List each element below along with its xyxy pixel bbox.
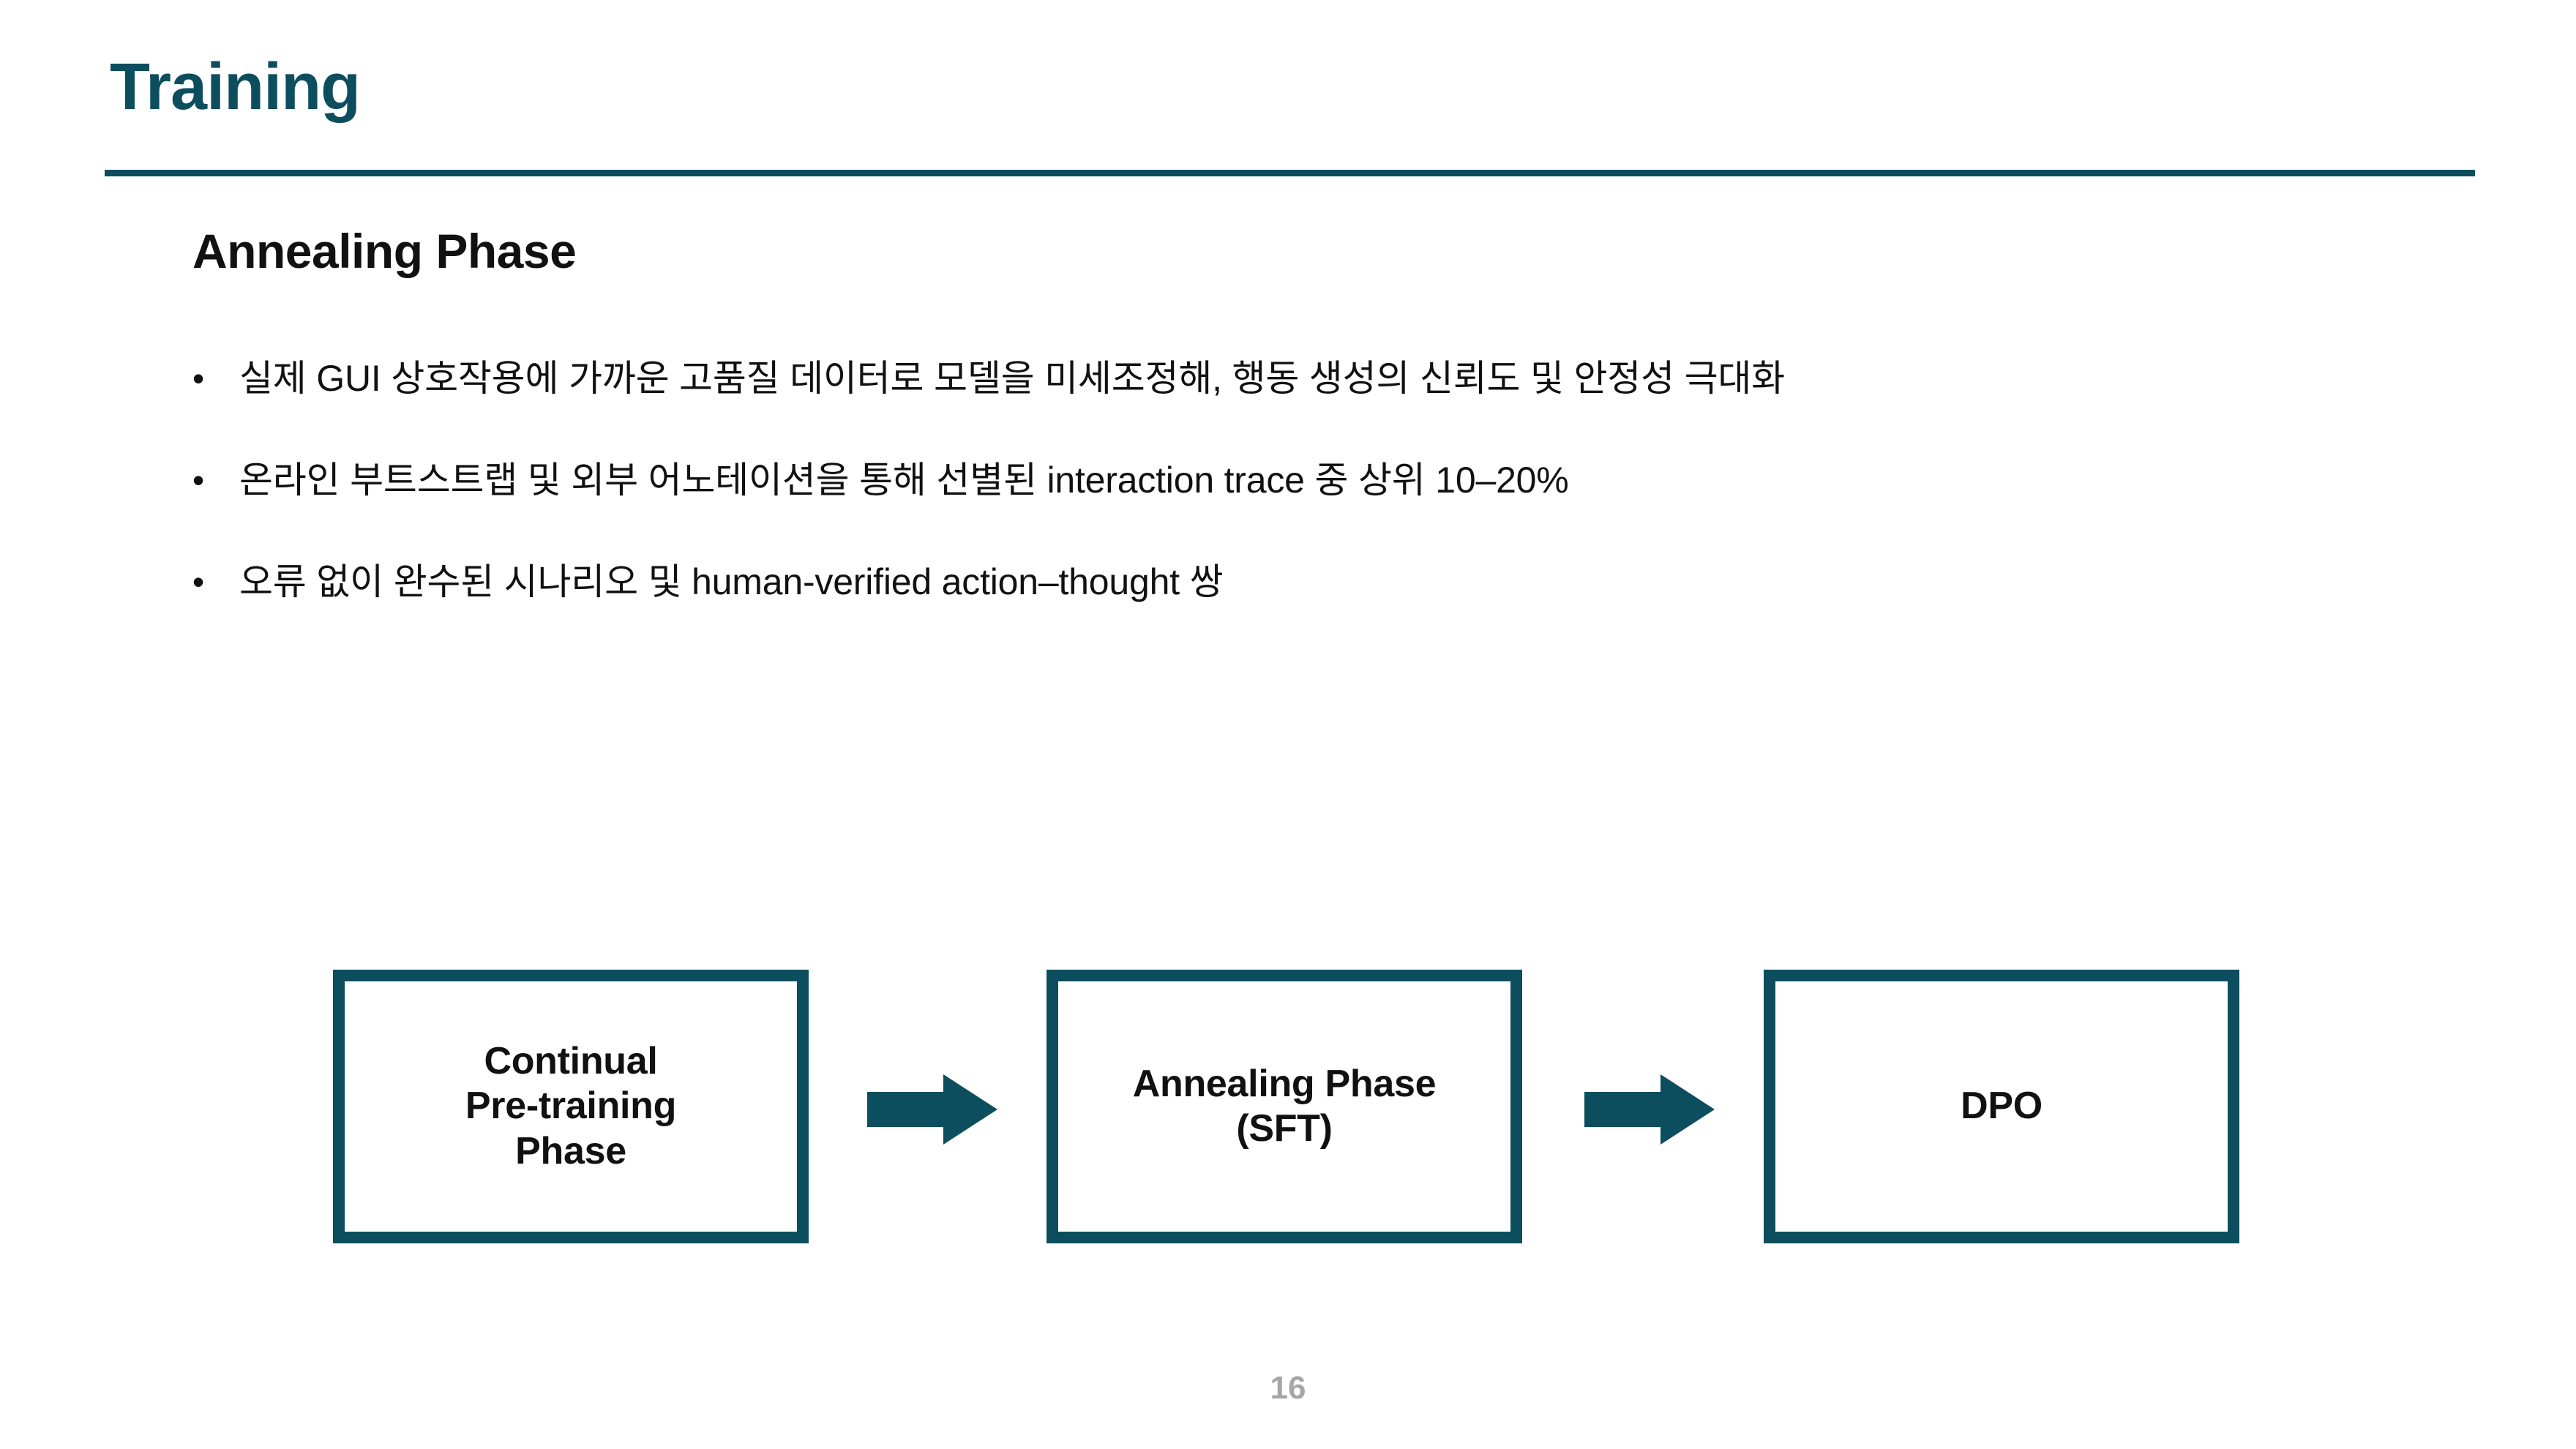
flow-box-annealing-phase-sft: Annealing Phase (SFT): [1046, 970, 1522, 1243]
flow-box-label: Annealing Phase (SFT): [1132, 1062, 1437, 1150]
right-arrow-icon: [1584, 1074, 1715, 1145]
right-arrow-glyph: [867, 1074, 997, 1145]
section-heading: Annealing Phase: [192, 224, 577, 278]
bullet-list: • 실제 GUI 상호작용에 가까운 고품질 데이터로 모델을 미세조정해, 행…: [187, 351, 2455, 656]
list-item: • 온라인 부트스트랩 및 외부 어노테이션을 통해 선별된 interacti…: [187, 453, 2455, 555]
bullet-point-icon: •: [192, 359, 205, 397]
page-number: 16: [1270, 1370, 1306, 1406]
right-arrow-icon: [867, 1074, 997, 1145]
flow-box-continual-pretraining: Continual Pre-training Phase: [333, 970, 809, 1243]
list-item-label: 오류 없이 완수된 시나리오 및 human-verified action–t…: [239, 561, 1224, 602]
bullet-point-icon: •: [192, 563, 205, 601]
list-item-label: 온라인 부트스트랩 및 외부 어노테이션을 통해 선별된 interaction…: [239, 460, 1569, 501]
flow-box-dpo: DPO: [1764, 970, 2239, 1243]
title-divider: [105, 170, 2475, 176]
flow-box-label: DPO: [1961, 1085, 2043, 1128]
list-item-label: 실제 GUI 상호작용에 가까운 고품질 데이터로 모델을 미세조정해, 행동 …: [239, 358, 1785, 399]
flow-box-label: Continual Pre-training Phase: [465, 1039, 677, 1172]
bullet-point-icon: •: [192, 461, 205, 499]
page-title: Training: [110, 50, 361, 124]
list-item: • 실제 GUI 상호작용에 가까운 고품질 데이터로 모델을 미세조정해, 행…: [187, 351, 2455, 453]
training-pipeline-diagram: Continual Pre-training Phase Annealing P…: [333, 970, 2265, 1262]
right-arrow-glyph: [1584, 1074, 1715, 1145]
list-item: • 오류 없이 완수된 시나리오 및 human-verified action…: [187, 555, 2455, 656]
